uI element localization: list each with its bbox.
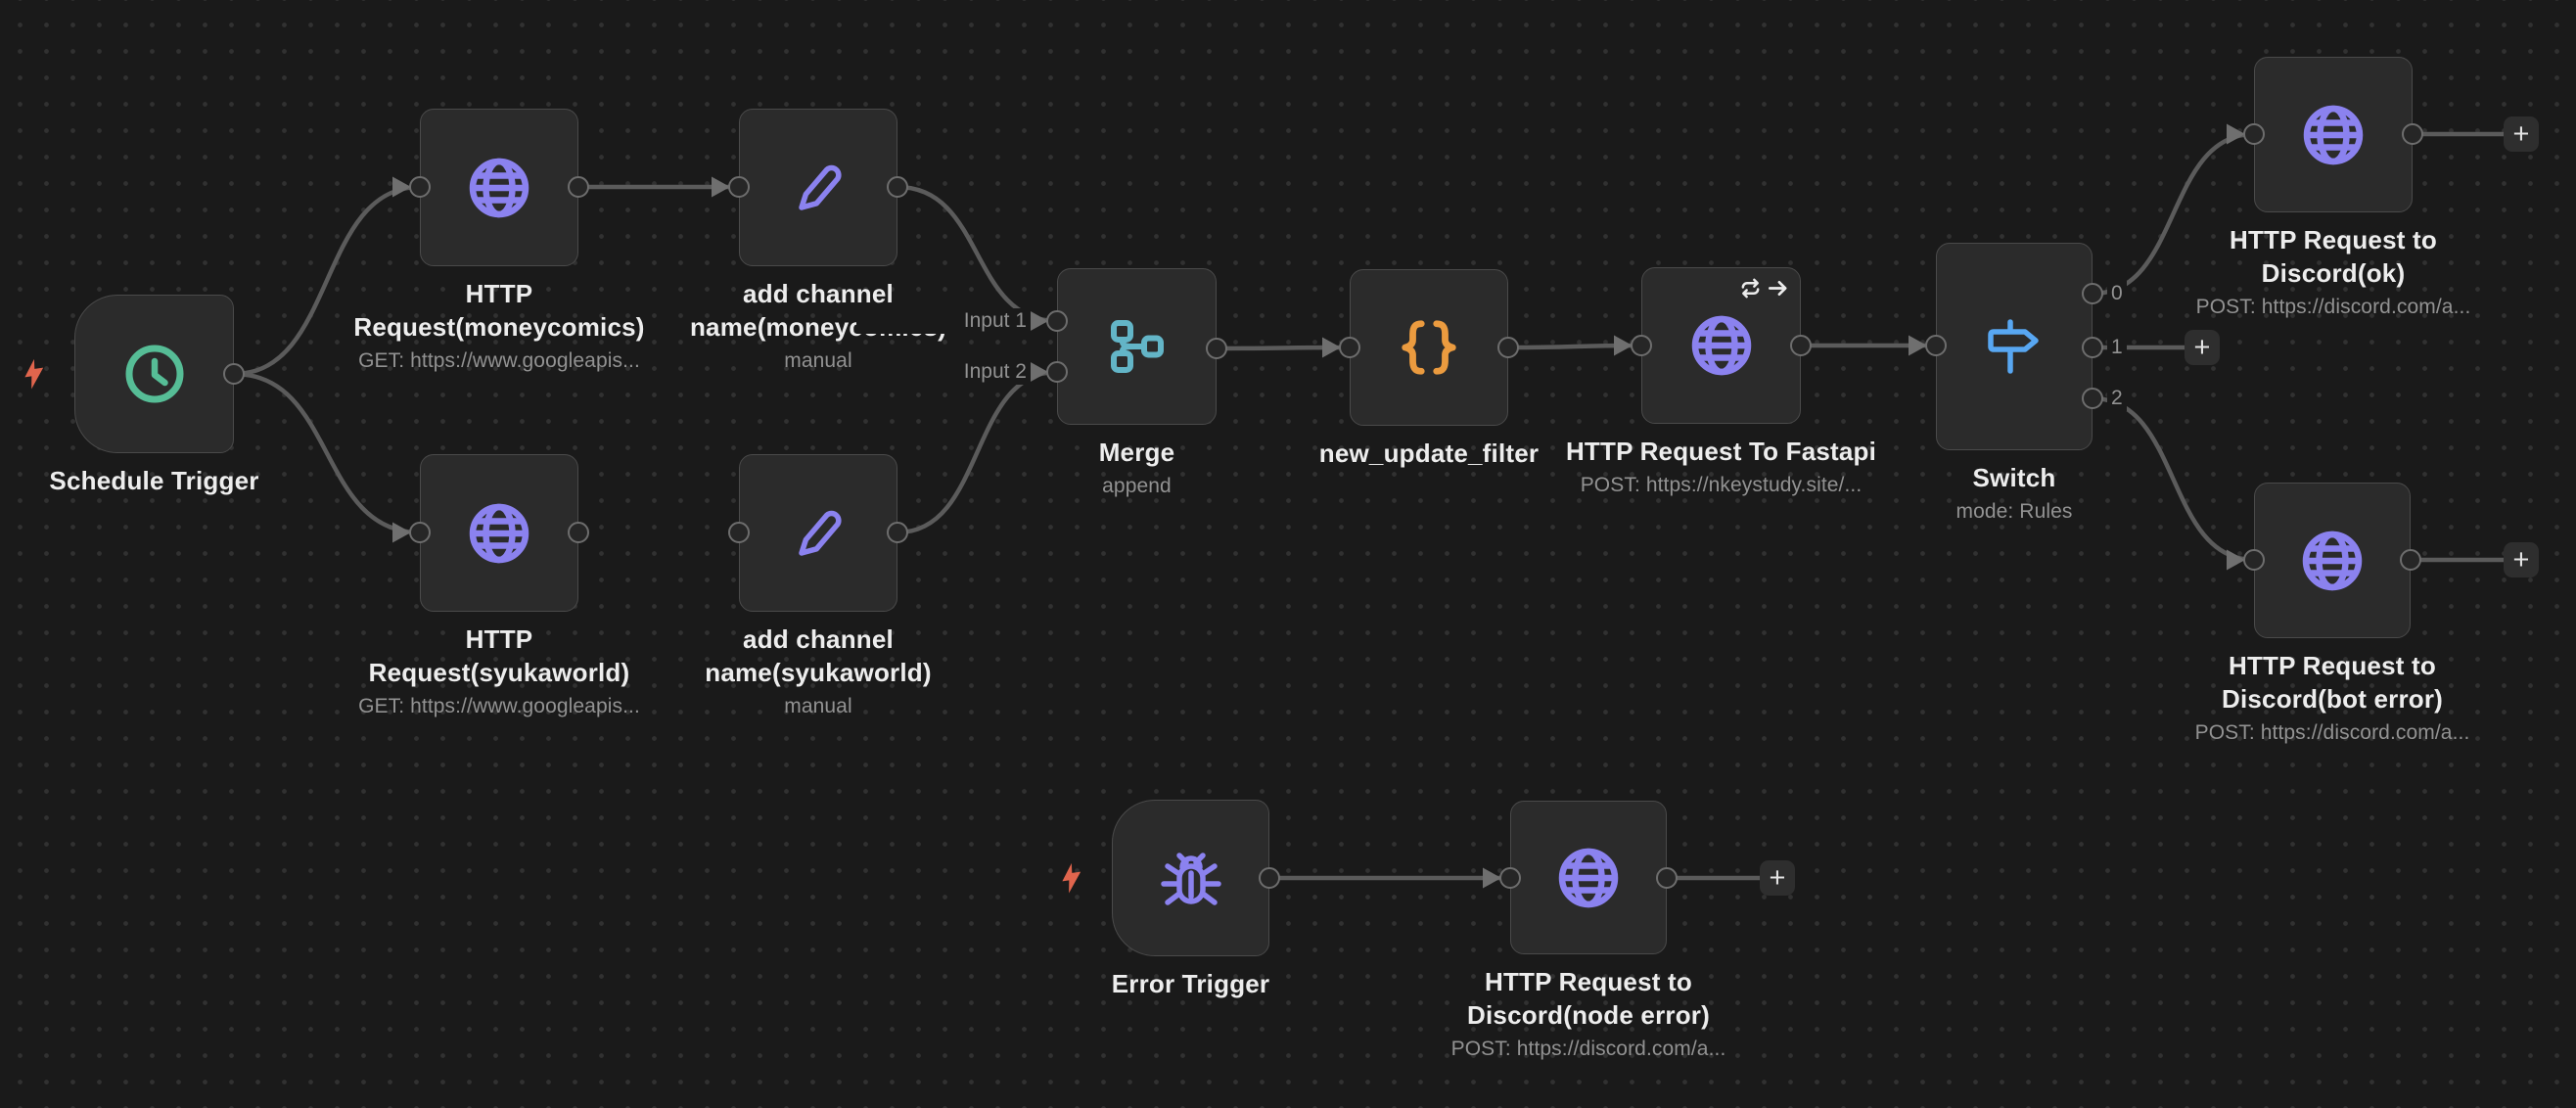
braces-icon bbox=[1397, 318, 1461, 377]
globe-icon bbox=[2299, 528, 2366, 594]
connection[interactable] bbox=[233, 371, 421, 535]
input-port-label: Input 1 bbox=[856, 308, 1031, 334]
globe-icon bbox=[466, 500, 532, 567]
input-port[interactable] bbox=[1046, 361, 1068, 383]
node-http-request-to-discord-node-error[interactable] bbox=[1510, 801, 1667, 954]
input-port[interactable] bbox=[2243, 549, 2265, 571]
node-schedule-trigger[interactable] bbox=[74, 295, 234, 453]
input-port[interactable] bbox=[1631, 335, 1652, 356]
connection[interactable] bbox=[2092, 395, 2255, 563]
node-switch[interactable] bbox=[1936, 243, 2093, 450]
input-port[interactable] bbox=[2243, 123, 2265, 145]
bug-icon bbox=[1159, 846, 1223, 910]
connection[interactable] bbox=[897, 184, 1058, 324]
node-add-channel-name-moneycomics[interactable] bbox=[739, 109, 897, 266]
connection-arrow-icon bbox=[1030, 310, 1048, 332]
trigger-bolt-icon bbox=[1060, 862, 1083, 894]
output-port[interactable] bbox=[887, 522, 908, 543]
connection-arrow-icon bbox=[2227, 549, 2245, 571]
globe-icon bbox=[1555, 845, 1622, 911]
node-settings-badges bbox=[1739, 277, 1789, 300]
connection[interactable] bbox=[2092, 131, 2255, 297]
add-node-plus-button[interactable]: + bbox=[2504, 116, 2539, 152]
output-port[interactable] bbox=[2082, 388, 2103, 409]
add-node-plus-button[interactable]: + bbox=[2504, 542, 2539, 577]
input-port[interactable] bbox=[1046, 310, 1068, 332]
output-port-label: 2 bbox=[2107, 386, 2127, 411]
pencil-icon bbox=[787, 157, 850, 219]
output-port[interactable] bbox=[2082, 283, 2103, 304]
output-port-label: 1 bbox=[2107, 335, 2127, 360]
input-port[interactable] bbox=[409, 522, 431, 543]
output-port[interactable] bbox=[887, 176, 908, 198]
output-port[interactable] bbox=[1497, 337, 1519, 358]
node-http-request-to-fastapi[interactable] bbox=[1641, 267, 1801, 424]
connection-arrow-icon bbox=[392, 176, 411, 198]
connection-arrow-icon bbox=[1909, 335, 1927, 356]
node-http-request-to-discord-bot-error[interactable] bbox=[2254, 483, 2411, 638]
output-port[interactable] bbox=[568, 522, 589, 543]
input-port[interactable] bbox=[728, 522, 750, 543]
globe-icon bbox=[466, 155, 532, 221]
merge-icon bbox=[1107, 316, 1168, 377]
output-port[interactable] bbox=[1790, 335, 1812, 356]
input-port[interactable] bbox=[1339, 337, 1360, 358]
output-port[interactable] bbox=[2400, 549, 2421, 571]
input-port[interactable] bbox=[728, 176, 750, 198]
output-port[interactable] bbox=[1259, 867, 1280, 889]
retry-icon bbox=[1739, 277, 1762, 300]
output-port[interactable] bbox=[2082, 337, 2103, 358]
output-port[interactable] bbox=[2402, 123, 2423, 145]
connection-arrow-icon bbox=[1614, 335, 1633, 356]
add-node-plus-button[interactable]: + bbox=[2185, 330, 2220, 365]
output-port[interactable] bbox=[1656, 867, 1678, 889]
output-port[interactable] bbox=[1206, 338, 1227, 359]
connection-arrow-icon bbox=[392, 522, 411, 543]
node-add-channel-name-syukaworld[interactable] bbox=[739, 454, 897, 612]
connection-arrow-icon bbox=[1322, 337, 1341, 358]
node-merge[interactable] bbox=[1057, 268, 1217, 425]
globe-icon bbox=[1688, 312, 1755, 379]
node-http-request-to-discord-ok[interactable] bbox=[2254, 57, 2413, 212]
connection-arrow-icon bbox=[1030, 361, 1048, 383]
globe-icon bbox=[2300, 102, 2367, 168]
output-port[interactable] bbox=[223, 363, 245, 385]
input-port[interactable] bbox=[409, 176, 431, 198]
node-new-update-filter[interactable] bbox=[1350, 269, 1508, 426]
connection-arrow-icon bbox=[712, 176, 730, 198]
arrow-icon bbox=[1767, 277, 1789, 300]
signpost-icon bbox=[1984, 316, 2045, 377]
output-port[interactable] bbox=[568, 176, 589, 198]
trigger-bolt-icon bbox=[23, 358, 46, 390]
connection-arrow-icon bbox=[2227, 123, 2245, 145]
connection-arrow-icon bbox=[1483, 867, 1501, 889]
add-node-plus-button[interactable]: + bbox=[1760, 860, 1795, 896]
pencil-icon bbox=[787, 502, 850, 565]
node-http-request-syukaworld[interactable] bbox=[420, 454, 578, 612]
node-http-request-moneycomics[interactable] bbox=[420, 109, 578, 266]
input-port[interactable] bbox=[1499, 867, 1521, 889]
input-port[interactable] bbox=[1925, 335, 1947, 356]
input-port-label: Input 2 bbox=[856, 359, 1031, 385]
output-port-label: 0 bbox=[2107, 281, 2127, 306]
connection[interactable] bbox=[233, 184, 421, 377]
node-error-trigger[interactable] bbox=[1112, 800, 1269, 956]
connection[interactable] bbox=[897, 369, 1058, 535]
clock-icon bbox=[122, 342, 187, 406]
